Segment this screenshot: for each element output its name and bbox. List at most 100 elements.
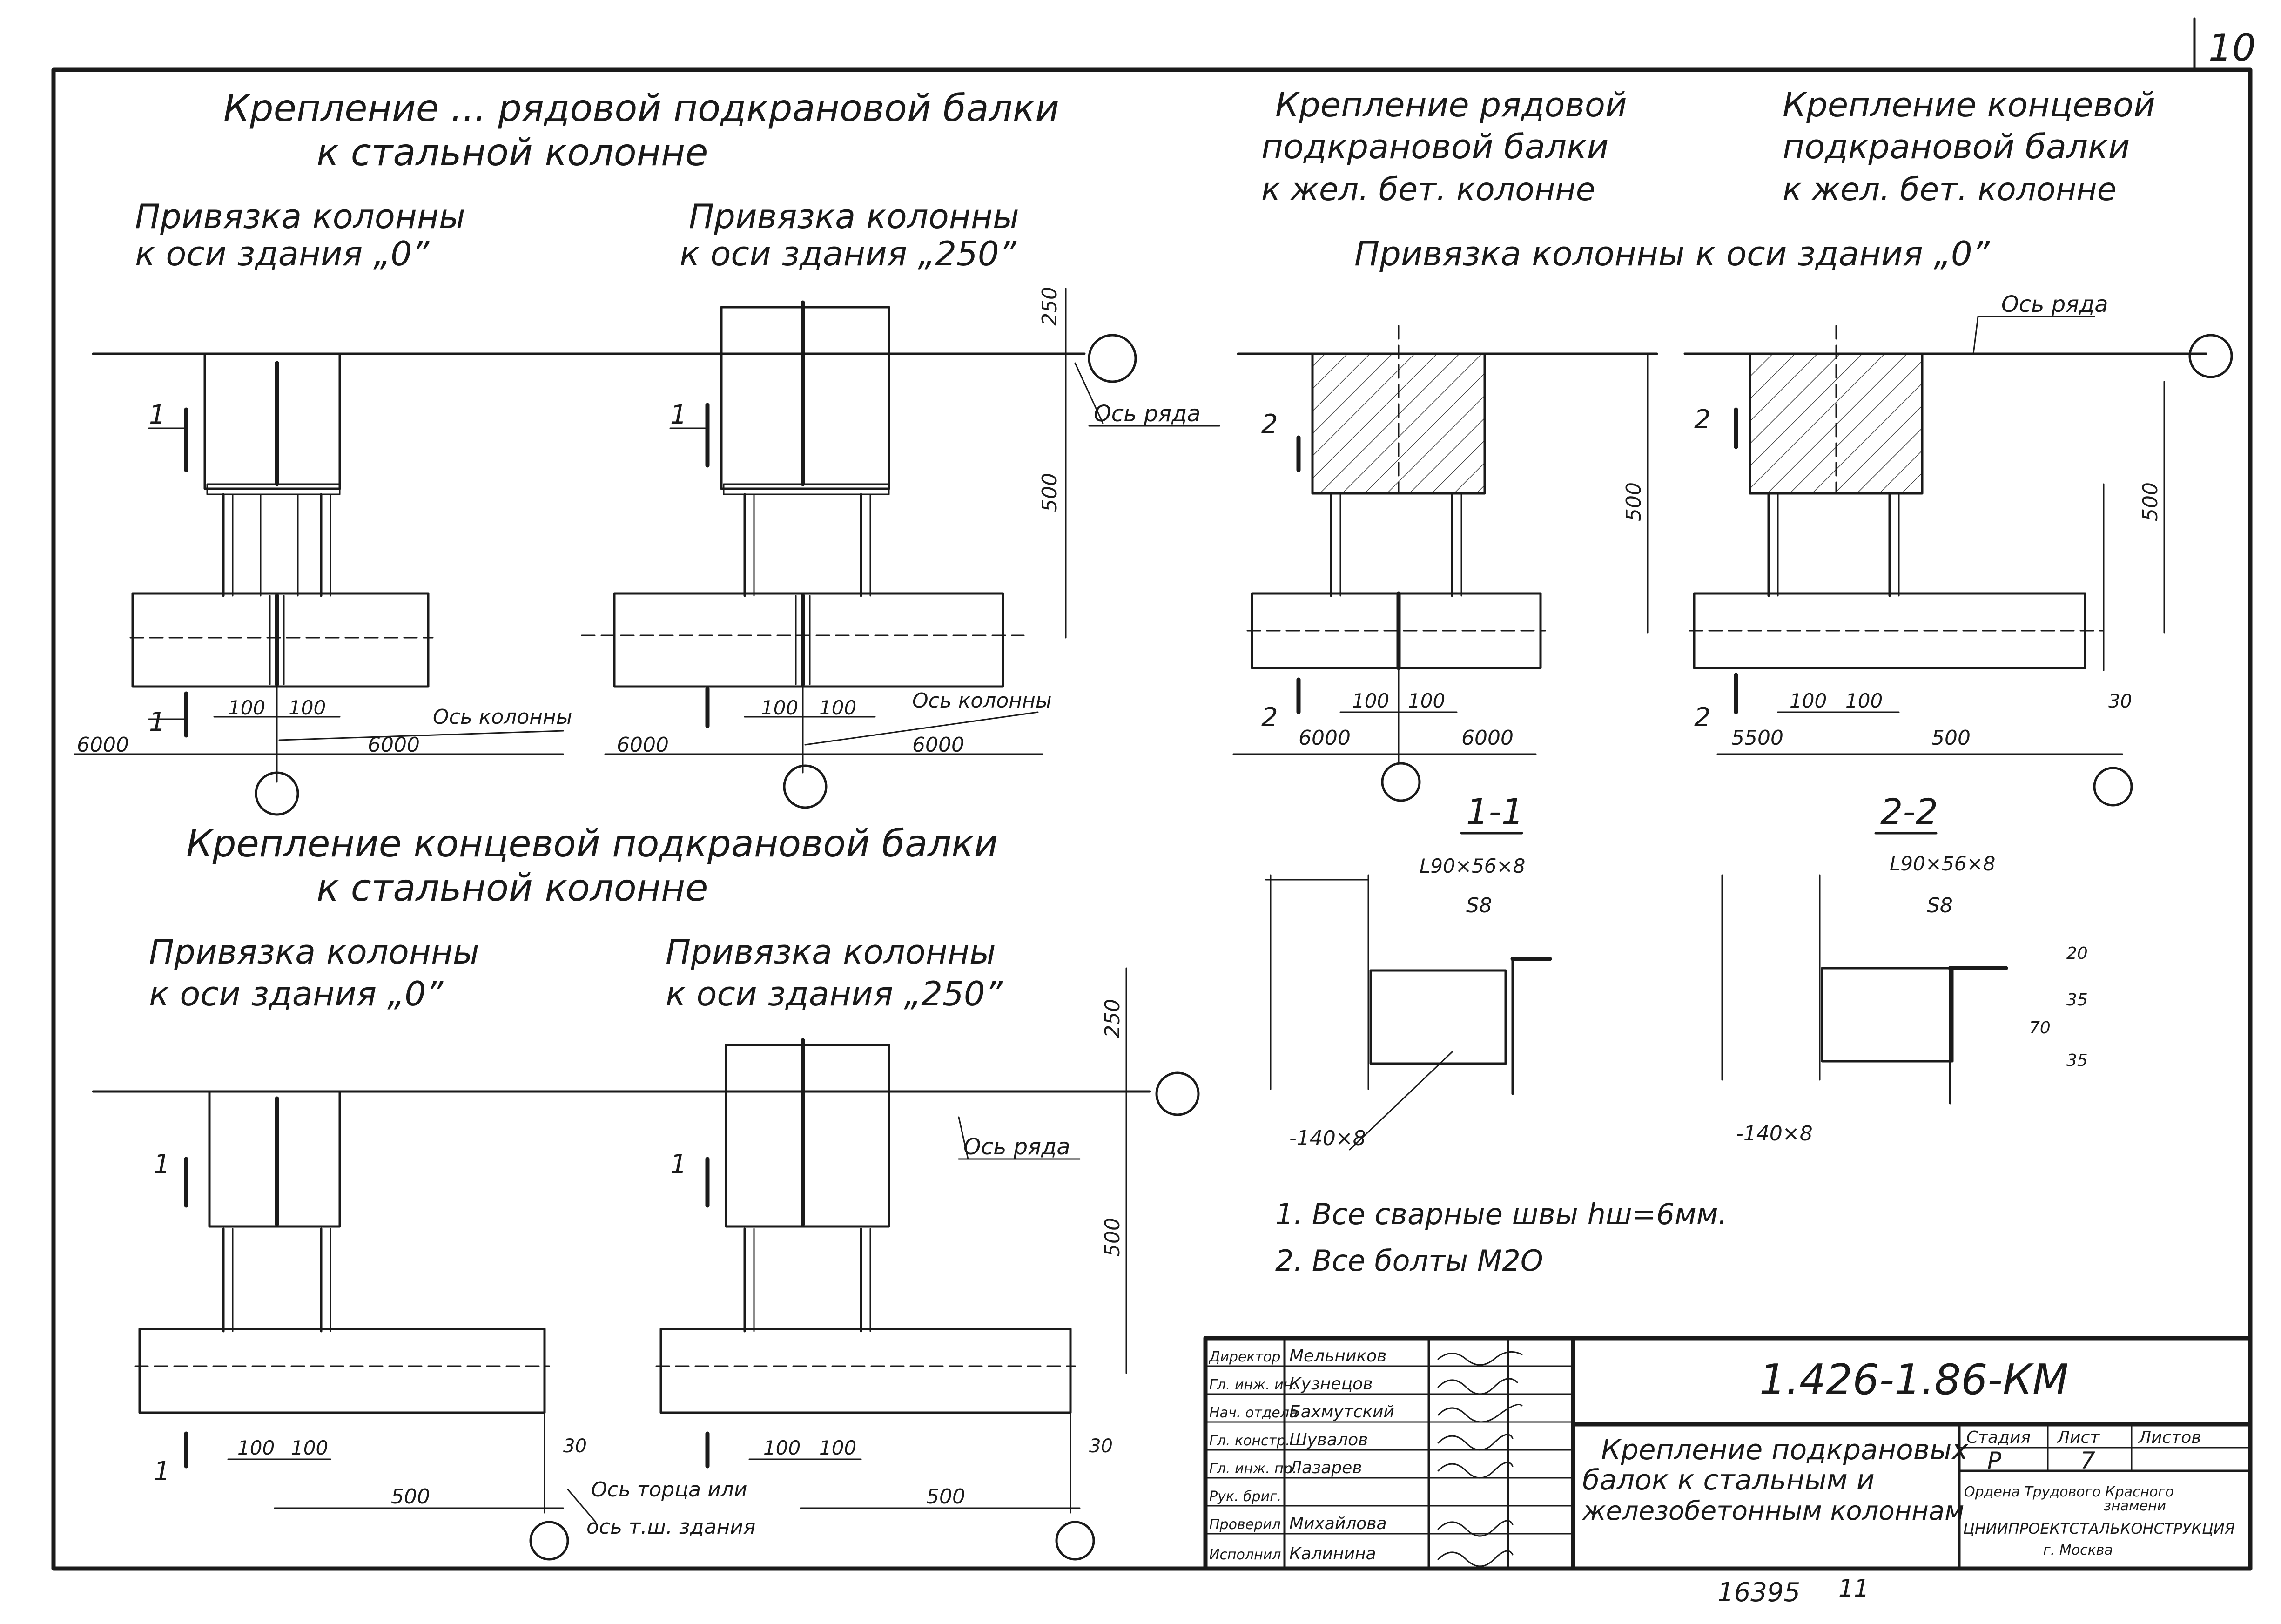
sheets-label: Листов xyxy=(2138,1428,2201,1447)
dim-6000c: 6000 xyxy=(617,733,669,757)
bind0-l2-b: к оси здания „0” xyxy=(149,974,444,1013)
column-axis-label-a: Ось колонны xyxy=(433,705,572,729)
role-6: Проверил xyxy=(1209,1516,1281,1533)
sec-mark-1e: 1 xyxy=(154,1456,170,1487)
org-l4: г. Москва xyxy=(2043,1542,2113,1558)
row-axis-label-3: Ось ряда xyxy=(963,1134,1070,1160)
axis-bubble-a xyxy=(255,771,299,816)
notes: 1. Все сварные швы hш=6мм. 2. Все болты … xyxy=(1275,1197,1727,1278)
row-axis-label-2: Ось ряда xyxy=(2001,291,2108,317)
sheet-frame: 10 xyxy=(51,17,2256,1571)
end-axis-label-1: Ось торца или xyxy=(591,1478,747,1502)
axis-bubble-d xyxy=(2093,767,2133,807)
axis-bubble-f xyxy=(529,1521,569,1561)
signature-0 xyxy=(1437,1351,1523,1366)
axis-bubble-e xyxy=(1155,1071,1200,1116)
dim-100b: 100 xyxy=(289,696,326,719)
org-l3: ЦНИИПРОЕКТСТАЛЬКОНСТРУКЦИЯ xyxy=(1963,1520,2235,1537)
sec-mark-1b: 1 xyxy=(149,707,166,737)
title-binding-rc: Привязка колонны к оси здания „0” xyxy=(1354,234,1990,273)
column-section-e xyxy=(208,1090,341,1228)
detail-e: 1 1 100 100 500 30 Ось торца или ось т.ш… xyxy=(134,1090,756,1561)
signature-7 xyxy=(1437,1550,1514,1567)
stage-value: Р xyxy=(1987,1447,2002,1474)
stage-label: Стадия xyxy=(1966,1428,2031,1447)
bind0-l1-a: Привязка колонны xyxy=(135,197,465,236)
dim-100d: 100 xyxy=(819,696,856,719)
note-2: 2. Все болты М2О xyxy=(1275,1244,1543,1278)
name-3: Шувалов xyxy=(1289,1430,1368,1449)
note-1: 1. Все сварные швы hш=6мм. xyxy=(1275,1197,1727,1231)
title-block: Директор Гл. инж. ин. Нач. отдела Гл. ко… xyxy=(1203,1336,2253,1571)
detail-a: 1 1 100 100 6000 6000 Ось колонны xyxy=(74,352,572,816)
name-2: Бахмутский xyxy=(1289,1402,1394,1422)
dim-500f: 500 xyxy=(926,1485,965,1509)
dim-30b: 30 xyxy=(563,1435,587,1457)
dim-100g: 100 xyxy=(1790,689,1827,712)
dim-100h: 100 xyxy=(1845,689,1883,712)
leader xyxy=(1074,362,1104,425)
bind250-l2-a: к оси здания „250” xyxy=(680,234,1017,273)
title-row-steel-l1: Крепление ... рядовой подкрановой балки xyxy=(223,87,1059,130)
title-row-steel-l2: к стальной колонне xyxy=(316,131,708,174)
dim-100l: 100 xyxy=(819,1436,856,1459)
column-section xyxy=(203,352,341,490)
dim-30: 30 xyxy=(2108,691,2132,712)
sheet-value: 7 xyxy=(2080,1447,2095,1474)
crane-beam-b xyxy=(613,592,1004,688)
dim-30c: 30 xyxy=(1089,1435,1113,1457)
dim-500b: 500 xyxy=(1622,482,1646,521)
dim-6000: 6000 xyxy=(77,733,129,757)
copy-number: 11 xyxy=(1838,1575,1869,1603)
desc-l1: Крепление подкрановых xyxy=(1601,1434,1968,1466)
dim-100c: 100 xyxy=(761,696,798,719)
crane-beam-f xyxy=(659,1328,1072,1414)
title-end-steel: Крепление концевой подкрановой балки к с… xyxy=(149,822,1003,1013)
dim-5500: 5500 xyxy=(1731,726,1783,750)
dim-6000e: 6000 xyxy=(1299,726,1351,750)
column-section-b xyxy=(720,306,890,490)
dim-100f: 100 xyxy=(1408,689,1445,712)
title-row-rc-l1: Крепление рядовой xyxy=(1275,85,1627,124)
title-end-rc-l2: подкрановой балки xyxy=(1783,127,2130,166)
name-6: Михайлова xyxy=(1289,1514,1387,1533)
dim-100j: 100 xyxy=(291,1436,328,1459)
section-1-1-label: 1-1 xyxy=(1466,791,1524,832)
dim-250b: 250 xyxy=(1101,999,1124,1038)
plate-s-label-1: S8 xyxy=(1466,894,1492,917)
name-4: Лазарев xyxy=(1288,1458,1362,1477)
bind250-l2-b: к оси здания „250” xyxy=(666,974,1003,1013)
sec-mark-1d: 1 xyxy=(154,1149,170,1179)
plate-label-2: -140×8 xyxy=(1736,1122,1813,1146)
dim-100i: 100 xyxy=(237,1436,275,1459)
dim-20: 20 xyxy=(2066,944,2088,963)
angle-label-2: L90×56×8 xyxy=(1890,852,1995,875)
bind250-l1-b: Привязка колонны xyxy=(666,932,996,971)
plate-2 xyxy=(1821,967,1954,1063)
detail-b: 1 100 100 6000 6000 Ось колонны 250 500 xyxy=(581,287,1067,809)
axis-bubble-c xyxy=(1381,762,1421,802)
sec-mark-2d: 2 xyxy=(1694,702,1711,733)
section-1-1: 1-1 L90×56×8 S8 -140×8 xyxy=(1265,791,1552,1151)
column-section-f xyxy=(725,1044,890,1228)
desc-l2: балок к стальным и xyxy=(1582,1464,1875,1496)
dim-500: 500 xyxy=(1038,473,1062,512)
plate-1 xyxy=(1369,969,1507,1065)
angle-label-1: L90×56×8 xyxy=(1420,855,1525,877)
crane-beam-e xyxy=(138,1328,546,1414)
org-l1: Ордена Трудового Красного xyxy=(1964,1484,2174,1500)
dim-70: 70 xyxy=(2029,1018,2051,1038)
sec-mark-2b: 2 xyxy=(1261,702,1278,733)
bind250-l1-a: Привязка колонны xyxy=(689,197,1019,236)
role-7: Исполнил xyxy=(1209,1547,1281,1563)
dim-35: 35 xyxy=(2066,991,2088,1010)
signature-1 xyxy=(1437,1378,1518,1395)
plate-label-1: -140×8 xyxy=(1289,1126,1366,1150)
title-end-steel-l1: Крепление концевой подкрановой балки xyxy=(186,822,998,865)
title-row-rc-l2: подкрановой балки xyxy=(1261,127,1608,166)
sec-mark-1: 1 xyxy=(149,400,166,430)
title-end-steel-l2: к стальной колонне xyxy=(316,866,708,910)
signature-2 xyxy=(1437,1404,1523,1423)
detail-d: 2 2 100 100 5500 500 30 500 xyxy=(1689,325,2165,807)
detail-f: 1 100 100 500 30 250 500 xyxy=(655,967,1127,1561)
